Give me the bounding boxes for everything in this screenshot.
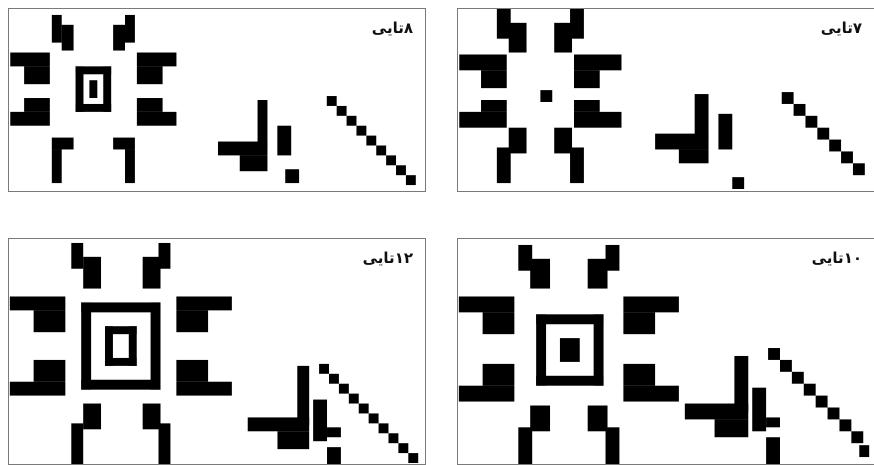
panel-label-8: ۸تایی	[372, 19, 413, 37]
panel-label-10: ۱۰تایی	[812, 249, 862, 267]
pattern-panel-10: ۱۰تایی	[457, 238, 874, 465]
panel-label-12: ۱۲تایی	[363, 249, 413, 267]
star-pattern-graphic-10	[458, 239, 874, 464]
star-pattern-graphic-7	[458, 9, 874, 191]
panel-label-7: ۷تایی	[821, 19, 862, 37]
star-pattern-graphic-12	[9, 239, 425, 464]
pattern-panel-7: ۷تایی	[457, 8, 874, 192]
pattern-panel-8: ۸تایی	[8, 8, 426, 192]
pattern-panel-12: ۱۲تایی	[8, 238, 426, 465]
star-pattern-graphic-8	[9, 9, 425, 191]
